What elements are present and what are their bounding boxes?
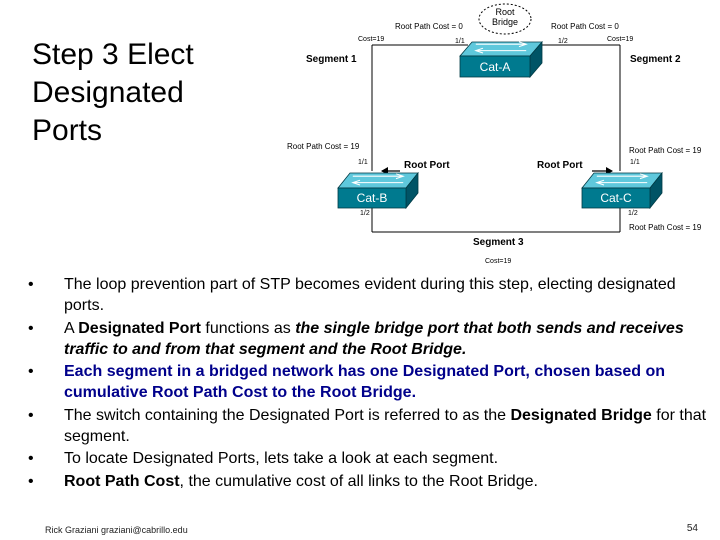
- cat-c-label: Cat-C: [600, 191, 632, 205]
- bullet-item: • The switch containing the Designated Po…: [28, 405, 708, 447]
- bullet-item: • Each segment in a bridged network has o…: [28, 361, 708, 403]
- cost19-left: Cost=19: [358, 36, 384, 43]
- bullet-text: the single bridge port that both sends a…: [64, 319, 684, 358]
- bullet-text: for that segment.: [64, 406, 707, 445]
- bullet-item: • A Designated Port functions as the sing…: [28, 318, 708, 360]
- bullet-dot: •: [28, 472, 34, 490]
- bullet-text: functions as: [200, 319, 296, 337]
- switch-cat-b: Cat-B: [337, 171, 419, 210]
- segment-2-label: Segment 2: [630, 54, 681, 65]
- root-path-cost-19-right-top: Root Path Cost = 19: [629, 146, 702, 155]
- cat-c-port-1-2: 1/2: [628, 210, 638, 217]
- bullet-item: • The loop prevention part of STP becomes…: [28, 274, 708, 316]
- bullet-dot: •: [28, 406, 34, 424]
- cat-a-port-1-1: 1/1: [455, 38, 465, 45]
- bullet-text: The switch containing the Designated Por…: [64, 406, 511, 424]
- slide-title: Step 3 Elect Designated Ports: [32, 36, 272, 150]
- root-port-right-label: Root Port: [537, 160, 583, 171]
- cost19-right: Cost=19: [607, 36, 633, 43]
- root-bridge-label-2: Bridge: [492, 17, 518, 27]
- stp-topology-diagram: Root Bridge Cat-A Cat-B Cat-C Root Path …: [287, 3, 702, 265]
- title-line-3: Ports: [32, 114, 103, 147]
- footer-author: Rick Graziani graziani@cabrillo.edu: [45, 525, 188, 535]
- bullet-dot: •: [28, 319, 34, 337]
- bullet-text: Root Path Cost: [64, 472, 180, 490]
- title-line-1: Step 3 Elect: [32, 38, 194, 71]
- cat-a-label: Cat-A: [480, 60, 511, 74]
- root-path-cost-0-right: Root Path Cost = 0: [551, 22, 619, 31]
- root-path-cost-0-left: Root Path Cost = 0: [395, 22, 463, 31]
- bullet-text: , the cumulative cost of all links to th…: [179, 472, 538, 490]
- segment-1-label: Segment 1: [306, 54, 357, 65]
- cat-b-label: Cat-B: [357, 191, 388, 205]
- title-line-2: Designated: [32, 76, 184, 109]
- bullet-text: Each segment in a bridged network has on…: [64, 363, 666, 401]
- bullet-dot: •: [28, 276, 34, 293]
- root-bridge-label-1: Root: [495, 7, 515, 17]
- root-path-cost-19-right-bottom: Root Path Cost = 19: [629, 223, 702, 232]
- segment-3-label: Segment 3: [473, 237, 524, 248]
- bullet-dot: •: [28, 363, 34, 380]
- bullet-text: Designated Port: [78, 319, 201, 337]
- switch-cat-c: Cat-C: [581, 171, 663, 210]
- bullet-text: Designated Bridge: [510, 406, 652, 424]
- cat-a-port-1-2: 1/2: [558, 38, 568, 45]
- root-bridge-marker: [478, 3, 532, 35]
- bullet-text: To locate Designated Ports, lets take a …: [64, 450, 499, 467]
- bullet-item: • Root Path Cost, the cumulative cost of …: [28, 471, 708, 492]
- switch-cat-a: Cat-A: [459, 40, 543, 79]
- root-path-cost-19-left: Root Path Cost = 19: [287, 142, 360, 151]
- bullet-dot: •: [28, 450, 34, 467]
- cat-c-port-1-1: 1/1: [630, 159, 640, 166]
- cat-b-port-1-2: 1/2: [360, 210, 370, 217]
- cat-b-port-1-1: 1/1: [358, 159, 368, 166]
- bullet-list: • The loop prevention part of STP becomes…: [28, 274, 708, 493]
- bullet-text: The loop prevention part of STP becomes …: [64, 276, 676, 314]
- page-number: 54: [686, 523, 698, 534]
- bullet-item: • To locate Designated Ports, lets take a…: [28, 448, 708, 469]
- cost19-bottom: Cost=19: [485, 258, 511, 265]
- root-port-left-label: Root Port: [404, 160, 450, 171]
- bullet-text: A: [64, 319, 79, 337]
